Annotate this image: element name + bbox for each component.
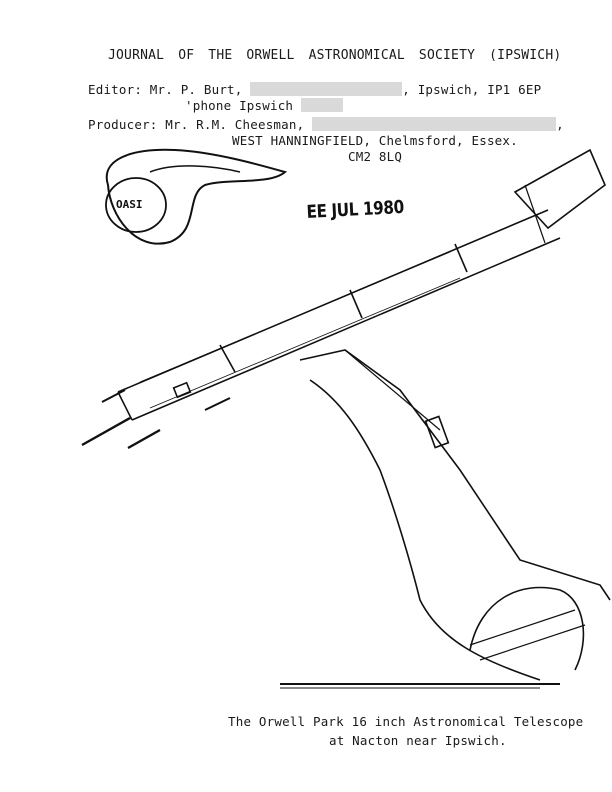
oasi-logo-icon	[105, 148, 288, 245]
telescope-tube-icon	[81, 148, 606, 450]
journal-masthead: JOURNAL OF THE ORWELL ASTRONOMICAL SOCIE…	[108, 48, 562, 63]
editor-line: Editor: Mr. P. Burt, , Ipswich, IP1 6EP	[88, 82, 541, 97]
producer-end: ,	[556, 117, 564, 132]
caption-line-2: at Nacton near Ipswich.	[329, 733, 507, 748]
producer-label: Producer: Mr. R.M. Cheesman,	[88, 117, 305, 132]
producer-line: Producer: Mr. R.M. Cheesman, ,	[88, 117, 564, 132]
postcode-line: CM2 8LQ	[348, 149, 403, 164]
editor-label: Editor: Mr. P. Burt,	[88, 82, 243, 97]
redacted-address	[250, 82, 403, 96]
address-line: WEST HANNINGFIELD, Chelmsford, Essex.	[232, 133, 518, 148]
redacted-phone	[300, 98, 343, 112]
redacted-producer-address	[312, 117, 557, 131]
logo-label: OASI	[116, 198, 143, 211]
phone-label: 'phone Ipswich	[185, 98, 294, 113]
editor-town: , Ipswich, IP1 6EP	[402, 82, 542, 97]
caption-line-1: The Orwell Park 16 inch Astronomical Tel…	[228, 714, 584, 729]
phone-line: 'phone Ipswich	[185, 98, 343, 113]
telescope-mount-icon	[280, 349, 611, 689]
